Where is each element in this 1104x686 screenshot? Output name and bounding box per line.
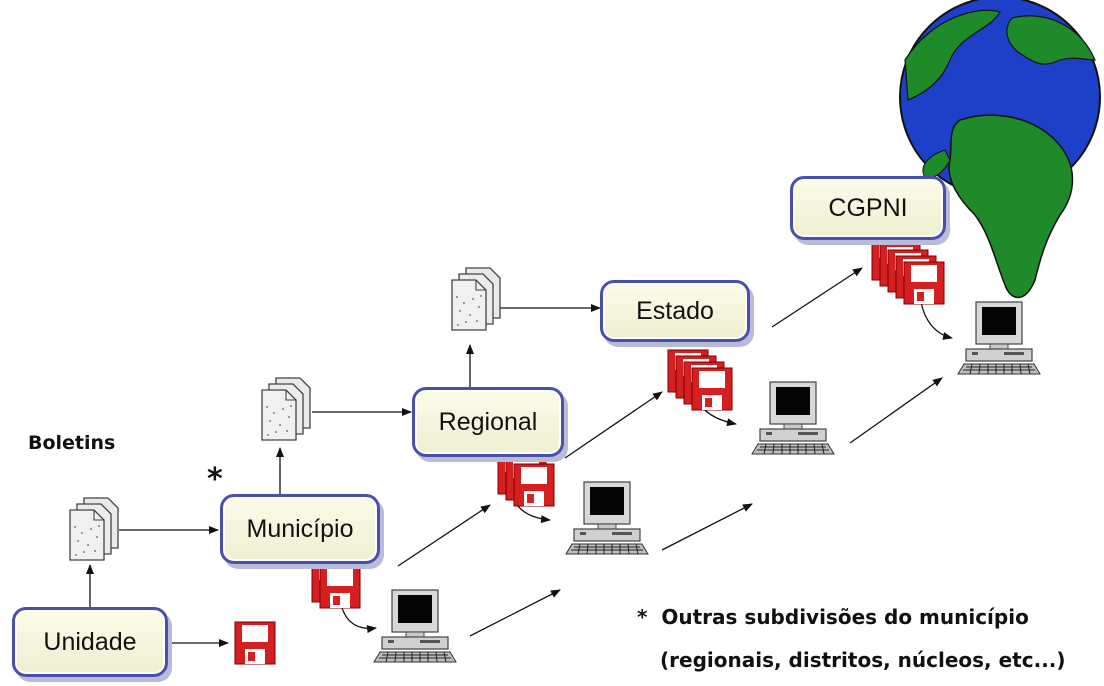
footnote-line-1: * Outras subdivisões do município: [637, 605, 1029, 629]
desktop-computer-icon: [751, 381, 835, 455]
connector-arrows: [86, 267, 953, 647]
node-municipio: Município: [220, 494, 380, 564]
boletins-label: Boletins: [28, 432, 116, 454]
node-cgpni-label: CGPNI: [828, 193, 908, 222]
floppy-disk-icon: [311, 559, 361, 609]
desktop-computer-icon: [957, 301, 1041, 375]
node-cgpni: CGPNI: [790, 176, 946, 240]
node-regional: Regional: [412, 387, 564, 457]
node-estado: Estado: [600, 280, 750, 342]
floppy-disk-icon: [871, 237, 945, 305]
document-stack-icon: [261, 377, 311, 441]
floppy-disk-icon: [234, 621, 276, 665]
document-stack-icon: [69, 497, 119, 561]
node-regional-label: Regional: [438, 407, 538, 436]
municipio-asterisk: *: [207, 462, 223, 497]
node-estado-label: Estado: [636, 296, 714, 325]
globe-icon: [899, 0, 1101, 299]
footnote-line-2: (regionais, distritos, núcleos, etc...): [660, 648, 1066, 672]
node-unidade-label: Unidade: [43, 627, 137, 656]
node-unidade: Unidade: [12, 607, 168, 677]
desktop-computer-icon: [373, 589, 457, 663]
desktop-computer-icon: [565, 481, 649, 555]
floppy-disk-icon: [497, 451, 555, 507]
node-municipio-label: Município: [246, 514, 354, 543]
document-stack-icon: [451, 267, 501, 331]
floppy-disk-icon: [667, 349, 733, 411]
